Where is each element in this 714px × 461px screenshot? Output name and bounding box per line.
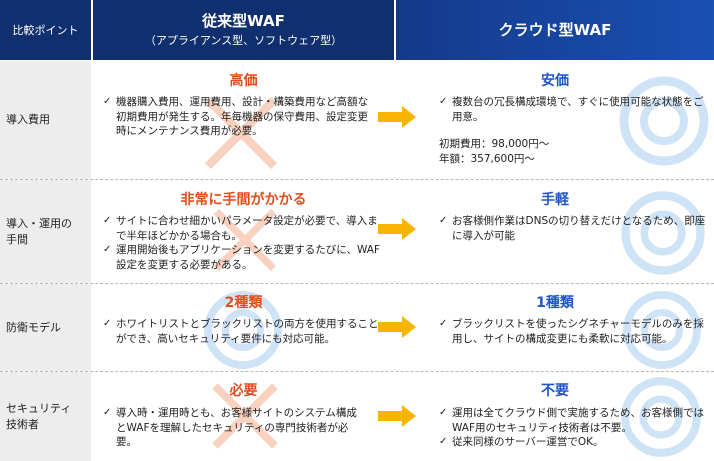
header-traditional-subtitle: （アプライアンス型、ソフトウェア型） <box>144 34 343 47</box>
arrow-right-icon <box>378 106 416 128</box>
header-comparison-point: 比較ポイント <box>0 0 91 60</box>
header-traditional-title: 従来型WAF <box>202 12 285 30</box>
cell-effort-traditional: 非常に手間がかかる サイトに合わせ細かいパラメータ設定が必要で、導入まで半年ほど… <box>93 180 394 283</box>
row-label-cost: 導入費用 <box>0 61 91 179</box>
row-divider <box>0 283 714 284</box>
cell-title: 1種類 <box>536 295 574 311</box>
bullet-list: 機器購入費用、運用費用、設計・構築費用など高額な初期費用が発生する。年毎機器の保… <box>103 95 375 139</box>
pricing-info: 初期費用：98,000円～ 年額：357,600円～ <box>439 137 549 167</box>
arrow-right-icon <box>378 316 416 338</box>
cell-title: 非常に手間がかかる <box>180 192 307 208</box>
cell-title: 必要 <box>229 383 258 399</box>
cell-title: 安価 <box>541 73 569 89</box>
bullet-item: 運用は全てクラウド側で実施するため、お客様側ではWAF用のセキュリティ技術者は不… <box>439 406 709 435</box>
cell-title: 不要 <box>541 383 569 399</box>
cell-defense-cloud: 1種類 ブラックリストを使ったシグネチャーモデルのみを採用し、サイトの構成変更に… <box>396 284 714 371</box>
row-divider <box>0 179 714 180</box>
cell-effort-cloud: 手軽 お客様側作業はDNSの切り替えだけとなるため、即座に導入が可能 <box>396 180 714 283</box>
arrow-right-icon <box>378 218 416 240</box>
row-label-defense-model: 防衛モデル <box>0 284 91 371</box>
cell-cost-cloud: 安価 複数台の冗長構成環境で、すぐに使用可能な状態をご用意。 初期費用：98,0… <box>396 61 714 179</box>
bullet-item: 複数台の冗長構成環境で、すぐに使用可能な状態をご用意。 <box>439 95 709 124</box>
cell-title: 手軽 <box>541 192 569 208</box>
arrow-right-icon <box>378 405 416 427</box>
cell-engineer-traditional: 必要 導入時・運用時とも、お客様サイトのシステム構成とWAFを理解したセキュリテ… <box>93 372 394 461</box>
bullet-item: お客様側作業はDNSの切り替えだけとなるため、即座に導入が可能 <box>439 214 709 243</box>
header-cloud-waf: クラウド型WAF <box>396 0 714 60</box>
bullet-item: ブラックリストを使ったシグネチャーモデルのみを採用し、サイトの構成変更にも柔軟に… <box>439 317 709 346</box>
initial-cost: 初期費用：98,000円～ <box>439 138 550 150</box>
bullet-list: ブラックリストを使ったシグネチャーモデルのみを採用し、サイトの構成変更にも柔軟に… <box>439 317 709 346</box>
bullet-list: ホワイトリストとブラックリストの両方を使用することができ、高いセキュリティ要件に… <box>103 317 381 346</box>
bullet-item: 機器購入費用、運用費用、設計・構築費用など高額な初期費用が発生する。年毎機器の保… <box>103 95 375 139</box>
header-cloud-title: クラウド型WAF <box>498 21 612 39</box>
bullet-list: 運用は全てクラウド側で実施するため、お客様側ではWAF用のセキュリティ技術者は不… <box>439 406 709 450</box>
bullet-list: お客様側作業はDNSの切り替えだけとなるため、即座に導入が可能 <box>439 214 709 243</box>
row-label-effort: 導入・運用の 手間 <box>0 180 91 283</box>
bullet-list: 複数台の冗長構成環境で、すぐに使用可能な状態をご用意。 <box>439 95 709 124</box>
bullet-list: サイトに合わせ細かいパラメータ設定が必要で、導入まで半年ほどかかる場合も。 運用… <box>103 214 383 272</box>
bullet-list: 導入時・運用時とも、お客様サイトのシステム構成とWAFを理解したセキュリティの専… <box>103 406 363 450</box>
cell-engineer-cloud: 不要 運用は全てクラウド側で実施するため、お客様側ではWAF用のセキュリティ技術… <box>396 372 714 461</box>
row-divider <box>0 371 714 372</box>
cell-cost-traditional: 高価 機器購入費用、運用費用、設計・構築費用など高額な初期費用が発生する。年毎機… <box>93 61 394 179</box>
row-label-security-engineer: セキュリティ 技術者 <box>0 372 91 461</box>
bullet-item: 運用開始後もアプリケーションを変更するたびに、WAF設定を変更する必要がある。 <box>103 243 383 272</box>
bullet-item: サイトに合わせ細かいパラメータ設定が必要で、導入まで半年ほどかかる場合も。 <box>103 214 383 243</box>
bullet-item: 従来同様のサーバー運営でOK。 <box>439 435 709 450</box>
annual-cost: 年額：357,600円～ <box>439 153 535 165</box>
cell-defense-traditional: 2種類 ホワイトリストとブラックリストの両方を使用することができ、高いセキュリテ… <box>93 284 394 371</box>
header-traditional-waf: 従来型WAF （アプライアンス型、ソフトウェア型） <box>93 0 394 60</box>
bullet-item: ホワイトリストとブラックリストの両方を使用することができ、高いセキュリティ要件に… <box>103 317 381 346</box>
header-point-label: 比較ポイント <box>12 24 79 37</box>
bullet-item: 導入時・運用時とも、お客様サイトのシステム構成とWAFを理解したセキュリティの専… <box>103 406 363 450</box>
cell-title: 高価 <box>229 73 258 89</box>
cell-title: 2種類 <box>224 295 263 311</box>
